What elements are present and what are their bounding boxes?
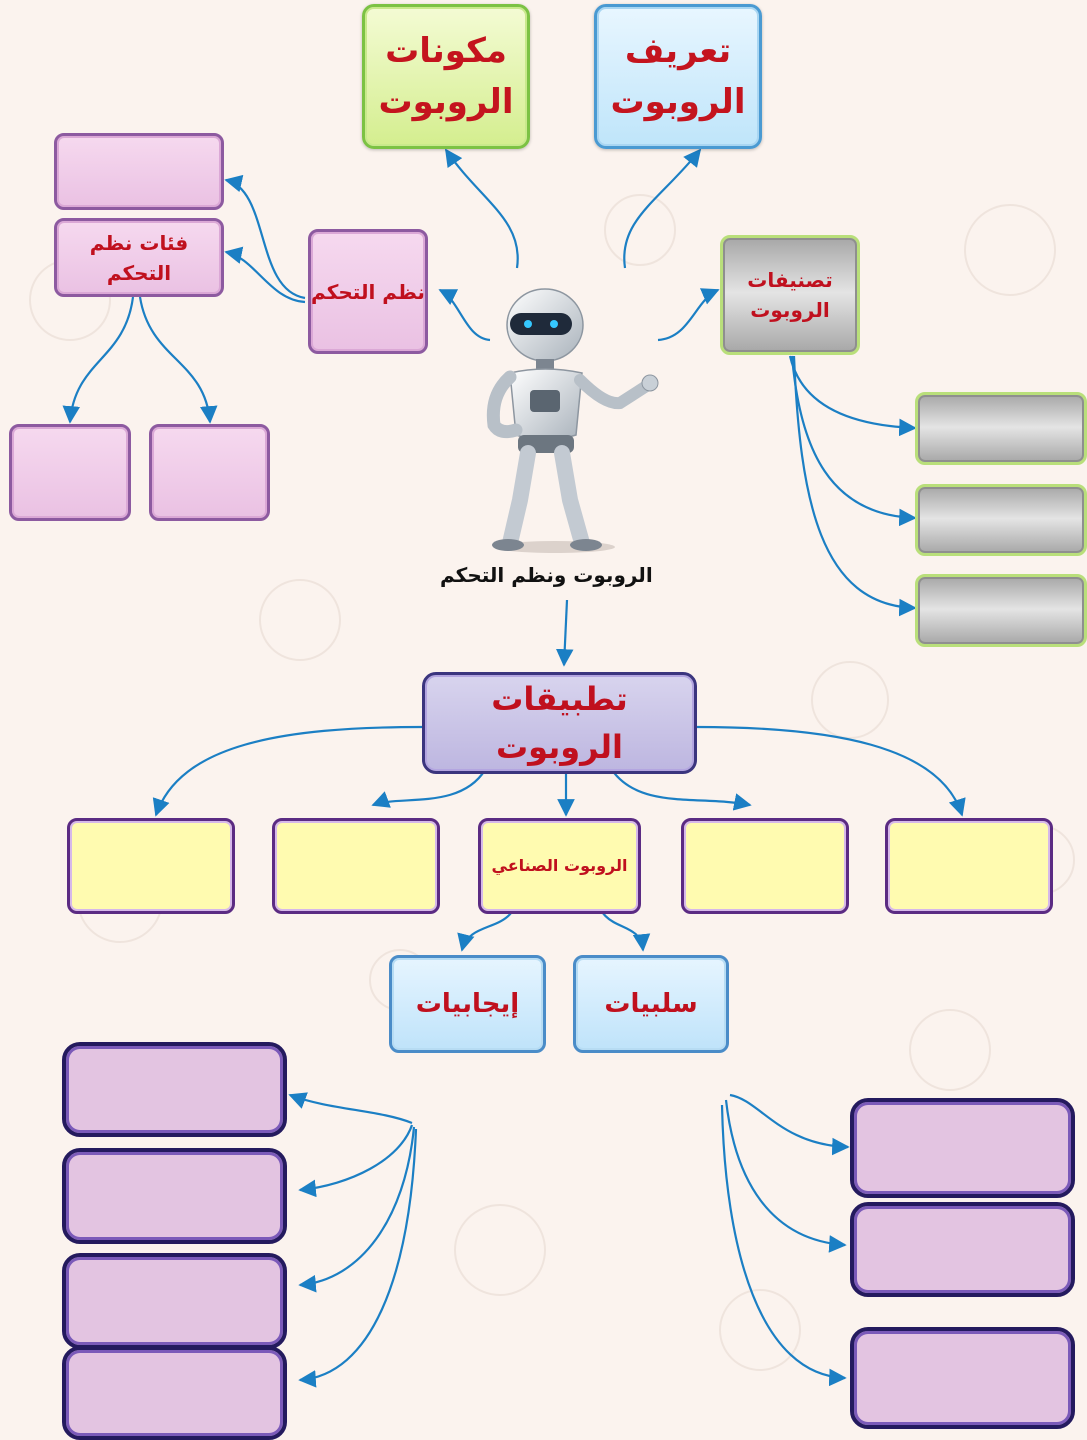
robot-applications-label: تطبيقات الروبوت <box>491 680 628 766</box>
arrow-to-applications <box>555 599 574 667</box>
central-topic-label: الروبوت ونظم التحكم <box>440 563 653 587</box>
disadvantages-label: سلبيات <box>604 988 698 1019</box>
empty-disadvantage-box-3 <box>850 1327 1075 1429</box>
arrow-to-left-bottom-box <box>62 296 135 424</box>
arrow-to-app-box-2 <box>371 769 486 808</box>
arrow-to-adv-2 <box>298 1124 414 1198</box>
arrow-to-definition <box>623 148 702 269</box>
control-systems-label: نظم التحكم <box>311 279 425 304</box>
arrow-to-dis-1 <box>729 1093 850 1156</box>
arrow-to-control-systems <box>438 289 491 342</box>
empty-control-category-right-box <box>149 424 270 521</box>
classifications-label: تصنيفات الروبوت <box>747 268 833 322</box>
arrow-to-components <box>445 148 519 269</box>
robot-definition-label: تعريف الروبوت <box>610 30 746 122</box>
arrow-to-adv-3 <box>298 1126 416 1293</box>
control-categories-label: فئات نظم التحكم <box>89 230 189 285</box>
arrow-to-dis-3 <box>720 1104 847 1387</box>
arrow-to-right-bottom-box <box>138 296 218 424</box>
disadvantages-box: سلبيات <box>573 955 729 1053</box>
robot-definition-box: تعريف الروبوت <box>594 4 762 149</box>
empty-application-box-5 <box>885 818 1053 914</box>
arrow-to-gray-box-2 <box>790 355 917 527</box>
robot-components-label: مكونات الروبوت <box>378 30 514 122</box>
industrial-robot-box: الروبوت الصناعي <box>478 818 641 914</box>
arrow-to-adv-4 <box>298 1128 418 1388</box>
empty-advantage-box-2 <box>62 1148 287 1244</box>
arrow-to-classifications <box>657 288 720 342</box>
empty-top-left-box <box>54 133 224 210</box>
empty-classification-box-2 <box>915 484 1087 556</box>
empty-advantage-box-1 <box>62 1042 287 1137</box>
arrow-to-app-box-5 <box>696 725 966 817</box>
advantages-box: إيجابيات <box>389 955 546 1053</box>
empty-disadvantage-box-2 <box>850 1202 1075 1297</box>
arrow-to-app-box-4 <box>611 769 752 811</box>
arrow-to-control-categories <box>224 246 306 304</box>
empty-disadvantage-box-1 <box>850 1098 1075 1198</box>
empty-application-box-4 <box>681 818 849 914</box>
arrow-to-app-box-1 <box>152 725 423 817</box>
arrow-to-adv-1 <box>288 1092 413 1125</box>
empty-classification-box-3 <box>915 574 1087 647</box>
robot-applications-box: تطبيقات الروبوت <box>422 672 697 774</box>
arrow-to-gray-box-1 <box>788 355 917 437</box>
empty-application-box-1 <box>67 818 235 914</box>
empty-classification-box-1 <box>915 392 1087 465</box>
empty-advantage-box-3 <box>62 1253 287 1349</box>
empty-control-category-left-box <box>9 424 131 521</box>
control-systems-box: نظم التحكم <box>308 229 428 354</box>
robot-illustration <box>486 288 659 553</box>
industrial-robot-label: الروبوت الصناعي <box>491 856 628 875</box>
advantages-label: إيجابيات <box>415 988 520 1019</box>
arrow-to-top-left-box <box>224 174 306 300</box>
control-categories-box: فئات نظم التحكم <box>54 218 224 297</box>
robot-components-box: مكونات الروبوت <box>362 4 530 149</box>
classifications-box: تصنيفات الروبوت <box>720 235 860 355</box>
arrow-to-dis-2 <box>724 1099 847 1253</box>
arrow-to-gray-box-3 <box>792 355 917 617</box>
empty-application-box-2 <box>272 818 440 914</box>
empty-advantage-box-4 <box>62 1346 287 1440</box>
